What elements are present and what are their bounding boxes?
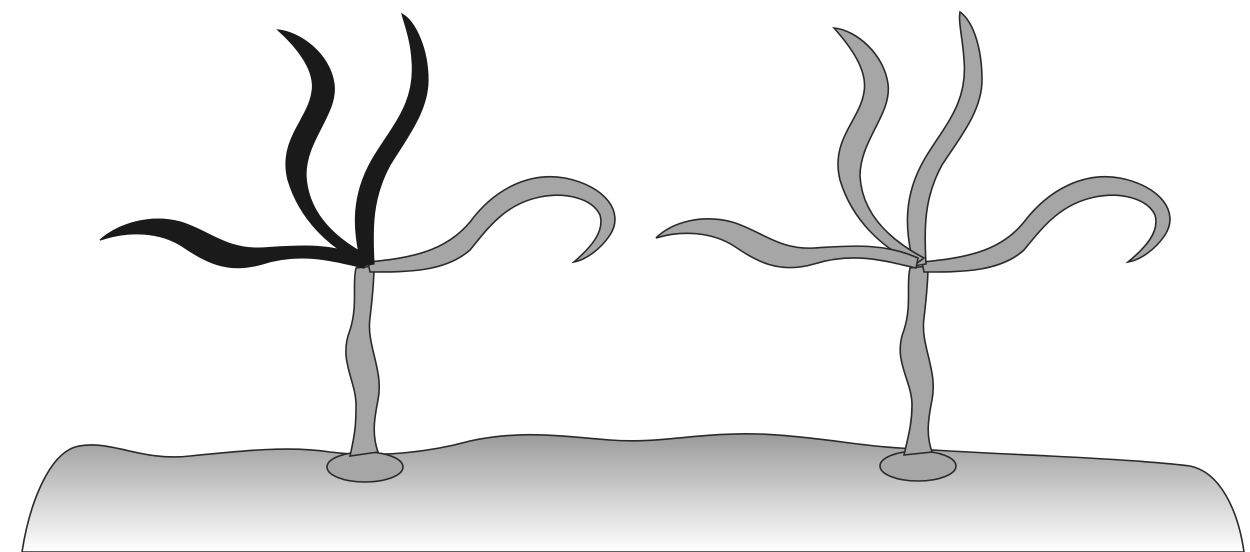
right-organism bbox=[656, 12, 1170, 481]
right-right-arm bbox=[922, 177, 1170, 272]
left-stalk bbox=[346, 266, 379, 456]
right-stalk bbox=[900, 266, 933, 455]
right-basal-disc bbox=[880, 451, 956, 481]
left-upper-middle-arm bbox=[355, 14, 428, 266]
right-upper-middle-arm bbox=[907, 12, 982, 266]
left-basal-disc bbox=[327, 452, 403, 482]
substrate-surface bbox=[22, 434, 1244, 552]
left-right-arm bbox=[368, 177, 615, 272]
left-organism bbox=[100, 14, 615, 482]
